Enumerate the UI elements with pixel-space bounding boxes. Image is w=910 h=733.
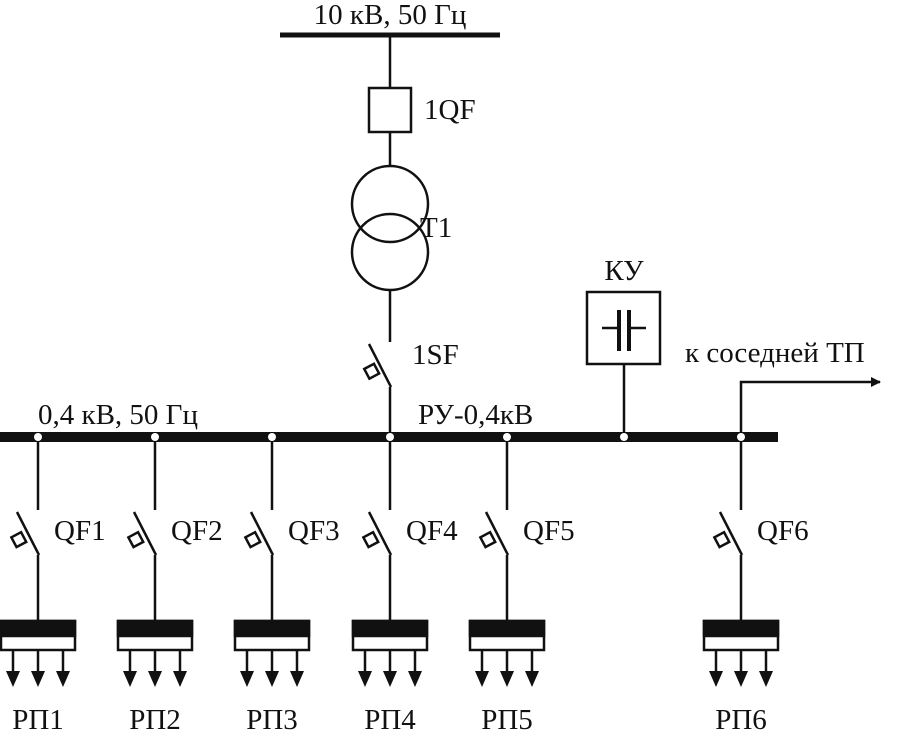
- bus-connection-node: [737, 433, 745, 441]
- hv-bus-label: 10 кВ, 50 Гц: [314, 0, 467, 31]
- panel-label: РП3: [246, 704, 298, 733]
- arrow-down-icon: [525, 671, 539, 687]
- switchgear-label: РУ-0,4кВ: [418, 399, 533, 431]
- main-breaker-label: 1QF: [424, 94, 476, 126]
- breaker-1sf-symbol: [362, 343, 393, 388]
- feeder-1: [0, 437, 77, 687]
- breaker-symbol: [478, 511, 510, 556]
- bus-connection-node: [620, 433, 628, 441]
- distribution-panel-bus: [351, 619, 429, 638]
- feeder-4: [351, 437, 429, 687]
- feeder-2: [116, 437, 194, 687]
- feeder-breaker-label: QF6: [757, 515, 809, 547]
- bus-connection-node: [268, 433, 276, 441]
- panel-label: РП1: [12, 704, 64, 733]
- transformer-primary-winding: [350, 164, 430, 244]
- arrow-down-icon: [709, 671, 723, 687]
- panel-label: РП2: [129, 704, 181, 733]
- arrow-down-icon: [383, 671, 397, 687]
- transformer-secondary-winding: [350, 212, 430, 292]
- arrow-down-icon: [240, 671, 254, 687]
- arrow-down-icon: [408, 671, 422, 687]
- feeder-breaker-label: QF5: [523, 515, 575, 547]
- arrow-down-icon: [6, 671, 20, 687]
- lv-bus-label: 0,4 кВ, 50 Гц: [38, 399, 198, 431]
- arrow-down-icon: [290, 671, 304, 687]
- compensator-box: [585, 290, 662, 366]
- arrow-down-icon: [500, 671, 514, 687]
- panel-label: РП6: [715, 704, 767, 733]
- breaker-symbol: [361, 511, 393, 556]
- distribution-panel-bus: [0, 619, 77, 638]
- tie-label: к соседней ТП: [685, 337, 865, 369]
- feeder-breaker-label: QF2: [171, 515, 223, 547]
- lv-breaker-label: 1SF: [412, 339, 459, 371]
- arrow-down-icon: [265, 671, 279, 687]
- panel-label: РП4: [364, 704, 416, 733]
- arrow-down-icon: [358, 671, 372, 687]
- bus-connection-node: [34, 433, 42, 441]
- arrow-down-icon: [123, 671, 137, 687]
- arrow-down-icon: [173, 671, 187, 687]
- panel-label: РП5: [481, 704, 533, 733]
- transformer-label: T1: [420, 212, 452, 244]
- breaker-symbol: [9, 511, 41, 556]
- compensator-label: КУ: [604, 255, 644, 287]
- breaker-symbol: [712, 511, 744, 556]
- arrow-down-icon: [759, 671, 773, 687]
- arrow-down-icon: [56, 671, 70, 687]
- feeder-breaker-label: QF4: [406, 515, 458, 547]
- feeder-6: [702, 437, 780, 687]
- feeder-5: [468, 437, 546, 687]
- feeder-breaker-label: QF3: [288, 515, 340, 547]
- feeder-3: [233, 437, 311, 687]
- feeder-breaker-label: QF1: [54, 515, 106, 547]
- arrow-down-icon: [148, 671, 162, 687]
- bus-connection-node: [386, 433, 394, 441]
- arrow-down-icon: [475, 671, 489, 687]
- breaker-symbol: [243, 511, 275, 556]
- main-breaker-1qf: [367, 86, 413, 134]
- distribution-panel-bus: [116, 619, 194, 638]
- arrow-down-icon: [734, 671, 748, 687]
- bus-connection-node: [151, 433, 159, 441]
- capacitor-icon: [602, 310, 646, 351]
- arrow-down-icon: [31, 671, 45, 687]
- breaker-symbol: [126, 511, 158, 556]
- distribution-panel-bus: [468, 619, 546, 638]
- distribution-panel-bus: [702, 619, 780, 638]
- bus-connection-node: [503, 433, 511, 441]
- tie-line-arrow: [739, 377, 881, 437]
- distribution-panel-bus: [233, 619, 311, 638]
